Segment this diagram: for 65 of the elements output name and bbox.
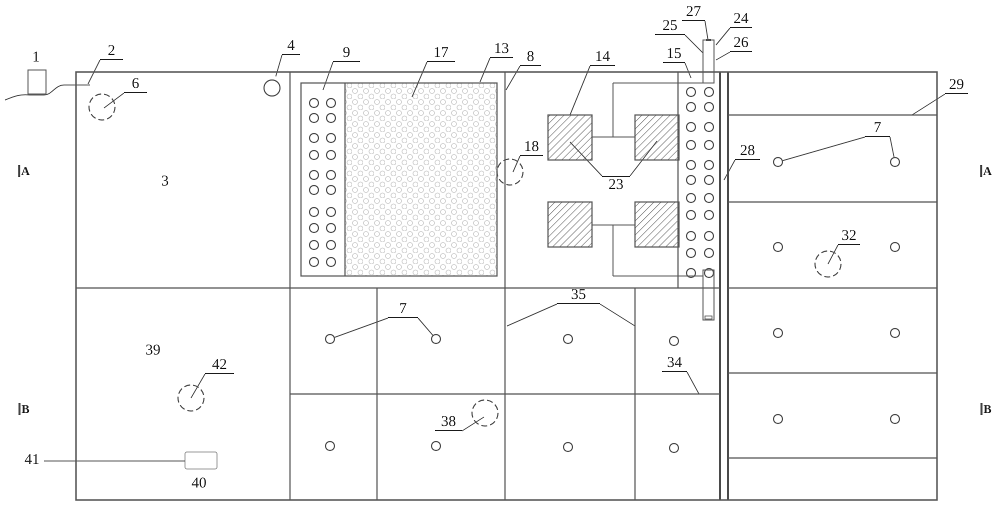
leader-line (275, 54, 282, 77)
callout-number: 34 (662, 355, 687, 372)
callout-number: 17 (427, 45, 455, 62)
leader-line (912, 94, 946, 116)
leader-line (412, 62, 428, 98)
hole-marker (890, 156, 900, 168)
callout-number: 28 (735, 143, 760, 160)
leader-line (724, 160, 736, 180)
callout-number: 25 (655, 18, 685, 35)
callout-number: 23 (602, 176, 630, 193)
callout-number: 27 (682, 4, 705, 21)
section-label: A (980, 165, 992, 177)
callout-number: 7 (388, 301, 418, 318)
hole-marker (772, 156, 784, 168)
leader-line (684, 62, 692, 78)
section-label: B (980, 403, 992, 415)
callout-number: 29 (945, 77, 968, 94)
callout-number: 9 (333, 45, 360, 62)
leader-line (570, 66, 590, 116)
callout-number: 14 (590, 49, 615, 66)
leader-line (480, 58, 490, 82)
leader-line (630, 140, 658, 176)
callout-number: 32 (838, 228, 860, 245)
leader-line (782, 136, 866, 162)
part-number: 39 (146, 342, 160, 360)
callout-number: 35 (557, 287, 600, 304)
leader-line (600, 304, 636, 326)
leader-line (684, 34, 704, 54)
hole-marker (324, 334, 336, 344)
callout-number: 6 (124, 76, 147, 93)
leader-line (828, 244, 838, 264)
leader-line (890, 136, 895, 158)
part-number: 3 (161, 174, 169, 190)
section-label: B (18, 403, 30, 415)
callout-number: 2 (100, 43, 123, 60)
callout-number: 41 (20, 452, 44, 469)
section-label: A (18, 165, 30, 177)
leader-line (506, 66, 520, 90)
callout-number: 15 (663, 46, 685, 63)
callout-number: 38 (435, 414, 462, 431)
callout-number: 4 (282, 38, 300, 55)
leader-line (104, 92, 124, 108)
leader-line (418, 318, 434, 336)
leader-line (322, 62, 334, 90)
leader-line (506, 304, 558, 326)
callout-number: 24 (730, 11, 752, 28)
callout-number: 13 (490, 41, 513, 58)
leader-line (686, 372, 700, 394)
leader-line (334, 318, 388, 338)
callout-number: 7 (865, 120, 890, 137)
part-number: 1 (32, 50, 40, 66)
callout-number: 26 (730, 35, 752, 52)
leader-line (88, 60, 100, 84)
leader-line (704, 20, 708, 40)
leader-line (716, 52, 730, 60)
leader-line (570, 142, 602, 176)
callout-number: 42 (205, 357, 234, 374)
part-number: 40 (192, 476, 206, 492)
hole-marker (430, 334, 442, 344)
callout-number: 8 (520, 49, 541, 66)
leader-line (44, 460, 186, 462)
leader-line (716, 28, 730, 46)
leader-line (462, 416, 484, 432)
callout-number: 18 (520, 139, 543, 156)
leader-line (512, 156, 520, 172)
